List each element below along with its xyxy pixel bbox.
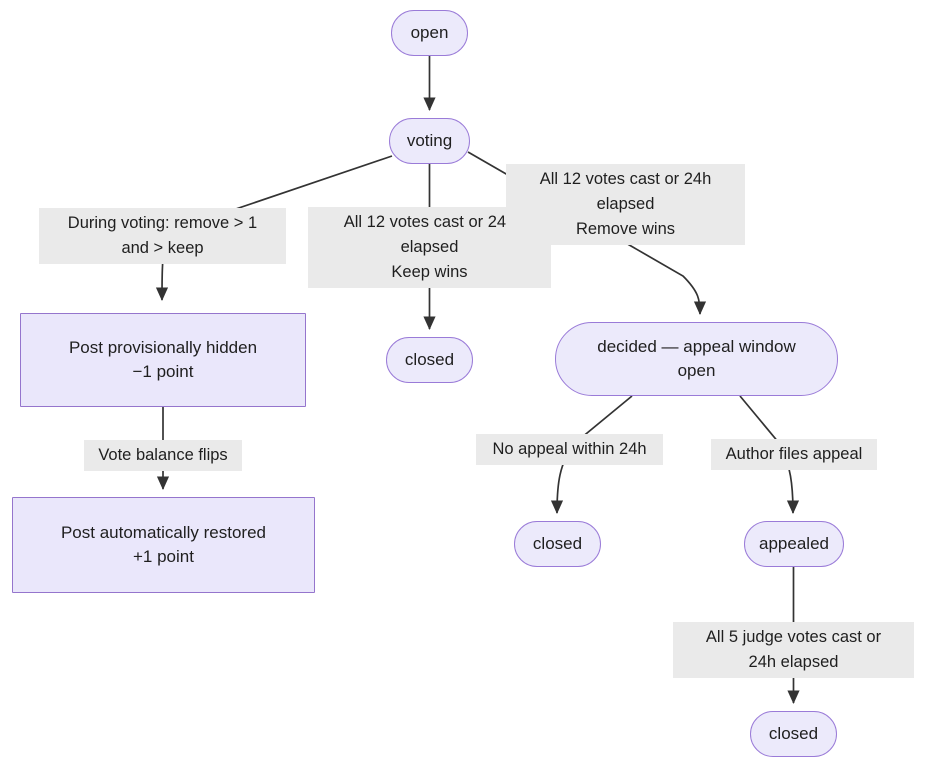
node-decided-appeal-window-open[interactable]: decided — appeal window open	[555, 322, 838, 396]
node-closed-keep-label: closed	[404, 349, 455, 369]
node-voting[interactable]: voting	[389, 118, 470, 164]
node-post-provisionally-hidden[interactable]: Post provisionally hidden −1 point	[20, 313, 306, 407]
edge-label-vote-balance-flips: Vote balance flips	[84, 440, 242, 472]
node-voting-label: voting	[406, 130, 453, 150]
node-closed-final[interactable]: closed	[750, 711, 837, 757]
node-closed-no-appeal-label: closed	[532, 533, 583, 553]
node-decided-appeal-window-open-label: decided — appeal window open	[597, 336, 796, 380]
node-post-automatically-restored-label: Post automatically restored +1 point	[60, 522, 267, 566]
edge-label-author-files-appeal: Author files appeal	[711, 439, 877, 471]
edge-label-no-appeal-within-24h: No appeal within 24h	[476, 434, 663, 466]
edge-voting-decided	[467, 151, 707, 316]
node-closed-no-appeal[interactable]: closed	[514, 521, 601, 567]
edge-label-during-voting-remove: During voting: remove > 1 and > keep	[39, 208, 286, 265]
node-closed-final-label: closed	[768, 723, 819, 743]
edge-label-remove-wins: All 12 votes cast or 24h elapsed Remove …	[506, 164, 745, 246]
node-open[interactable]: open	[391, 10, 468, 56]
node-closed-keep[interactable]: closed	[386, 337, 473, 383]
node-appealed[interactable]: appealed	[744, 521, 844, 567]
edge-label-judge-votes: All 5 judge votes cast or 24h elapsed	[673, 622, 914, 679]
node-post-provisionally-hidden-label: Post provisionally hidden −1 point	[68, 337, 258, 381]
node-appealed-label: appealed	[759, 533, 829, 553]
node-open-label: open	[410, 22, 449, 42]
node-post-automatically-restored[interactable]: Post automatically restored +1 point	[12, 497, 315, 593]
